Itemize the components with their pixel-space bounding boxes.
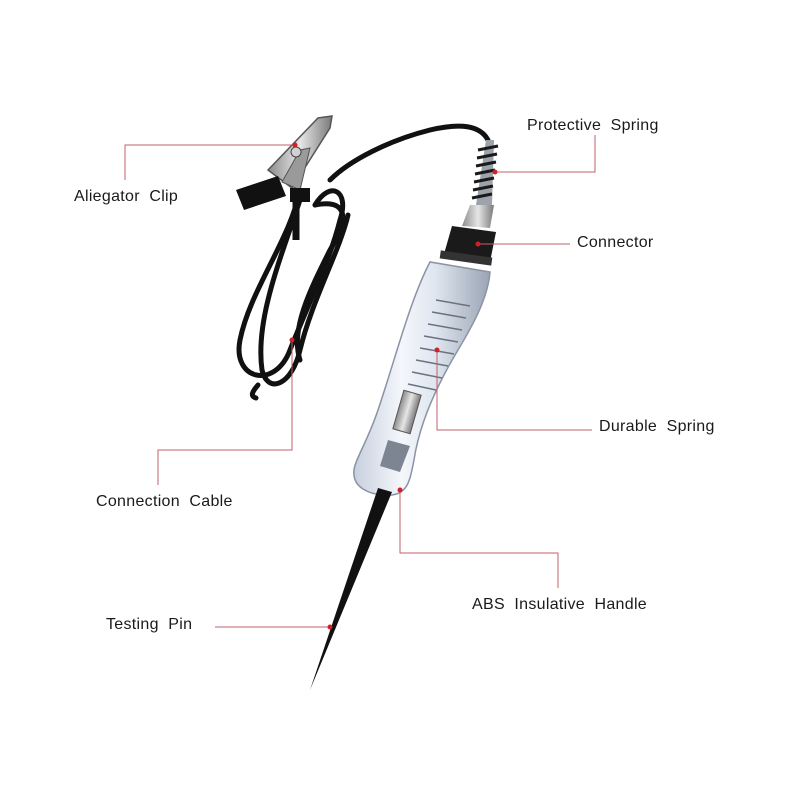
connection-cable-shape [236, 123, 491, 401]
leader-line-clip [124, 144, 295, 180]
leader-dots [289, 142, 498, 630]
testing-pin-shape [310, 488, 392, 690]
label-abs-handle: ABS Insulative Handle [472, 596, 647, 613]
alligator-clip-shape [236, 115, 333, 240]
leader-line-durable-spring [436, 350, 592, 431]
abs-handle-shape [353, 261, 491, 496]
connector-shape [439, 226, 496, 266]
protective-spring-shape [462, 140, 499, 228]
leader-line-protective-spring [495, 135, 596, 173]
leader-line-cable [157, 340, 293, 485]
leader-line-handle [399, 490, 559, 588]
label-connection-cable: Connection Cable [96, 493, 233, 510]
leader-lines [124, 135, 596, 628]
label-protective-spring: Protective Spring [527, 117, 659, 134]
label-testing-pin: Testing Pin [106, 616, 193, 633]
label-durable-spring: Durable Spring [599, 418, 715, 435]
label-alligator-clip: Aliegator Clip [74, 188, 179, 205]
label-connector: Connector [577, 234, 654, 251]
